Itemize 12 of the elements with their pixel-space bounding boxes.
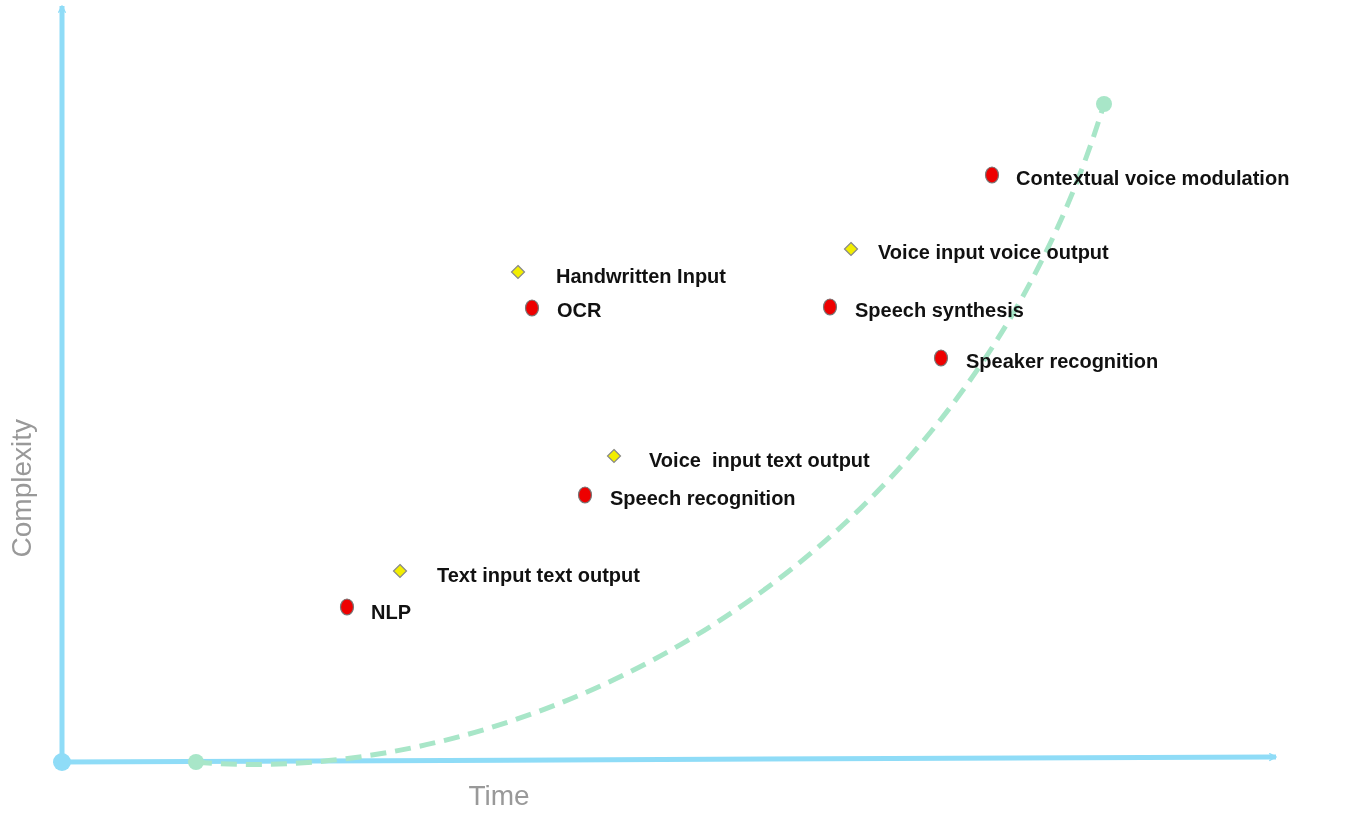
axis-title: Complexity (6, 419, 38, 558)
point-label: OCR (557, 298, 602, 322)
point-label: Speaker recognition (966, 349, 1159, 373)
point-label: Text input text output (437, 563, 640, 587)
point-label: Contextual voice modulation (1016, 166, 1290, 190)
point-label: Voice input text output (649, 448, 870, 472)
point-label: Handwritten Input (556, 264, 726, 288)
point-label: NLP (371, 600, 411, 624)
point-label: Speech synthesis (855, 298, 1024, 322)
axis-title: Time (468, 780, 530, 812)
point-label: Speech recognition (610, 486, 796, 510)
point-label: Voice input voice output (878, 240, 1109, 264)
